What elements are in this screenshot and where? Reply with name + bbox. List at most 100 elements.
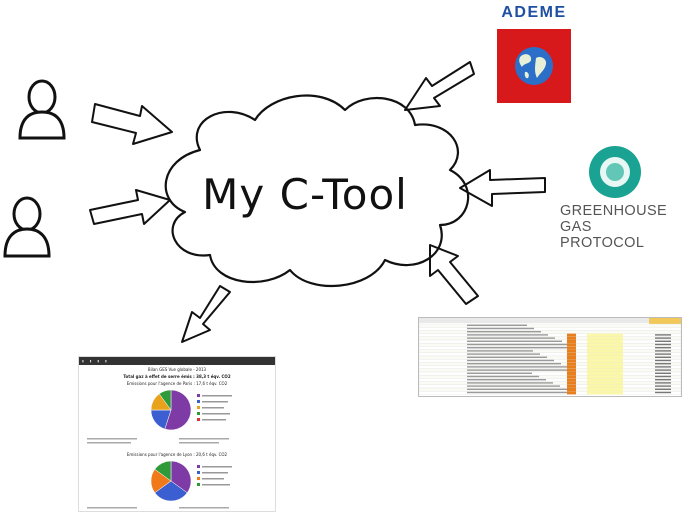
sheet-value <box>655 372 671 374</box>
sheet-yellow-cell <box>587 384 623 388</box>
ghg-logo-icon <box>589 146 641 198</box>
arrow-dashboard <box>181 285 231 343</box>
ademe-wordmark: ADEME <box>501 4 567 21</box>
sheet-row <box>419 330 681 334</box>
sheet-orange-cell <box>567 356 576 360</box>
sheet-cell-text <box>467 366 568 368</box>
sheet-orange-cell <box>567 372 576 376</box>
sheet-row <box>419 333 681 337</box>
center-label: My C-Tool <box>202 170 408 219</box>
sheet-cell-text <box>467 353 540 355</box>
sheet-cell-text <box>467 347 576 349</box>
sheet-orange-cell <box>567 368 576 372</box>
sheet-value <box>655 375 671 378</box>
sheet-orange-cell <box>567 388 576 392</box>
dashboard-pie1-area <box>87 389 232 444</box>
sheet-value <box>655 379 671 381</box>
sheet-value <box>655 356 671 358</box>
dashboard-title: Bilan GES Vue globale - 2013 <box>147 367 207 372</box>
sheet-value <box>655 388 671 390</box>
pie-slice <box>170 460 192 494</box>
sheet-cell-text <box>467 327 534 330</box>
sheet-yellow-cell <box>587 349 623 353</box>
sheet-value <box>655 353 671 355</box>
sheet-yellow-cell <box>587 359 623 363</box>
sheet-cell-text <box>467 375 539 378</box>
sheet-orange-cell <box>567 375 576 379</box>
pie-slice <box>154 480 188 502</box>
sheet-yellow-cell <box>587 375 623 379</box>
sheet-row <box>419 327 681 331</box>
sheet-orange-cell <box>567 365 576 369</box>
pie-slice <box>158 389 172 411</box>
pie2-footer-lines <box>87 507 229 509</box>
sheet-cell-text <box>467 379 546 381</box>
sheet-cell-text <box>467 340 562 342</box>
sheet-value <box>655 391 671 394</box>
spreadsheet-thumbnail <box>418 317 682 397</box>
user-icon-bottom <box>3 196 51 258</box>
sheet-yellow-cell <box>587 365 623 369</box>
sheet-cell-text <box>467 331 541 333</box>
sheet-row <box>419 371 681 376</box>
sheet-value <box>655 369 671 371</box>
sheet-yellow-cell <box>587 340 623 344</box>
sheet-yellow-cell <box>587 356 623 360</box>
sheet-orange-cell <box>567 340 576 344</box>
sheet-orange-cell <box>567 352 576 356</box>
sheet-cell-text <box>467 369 575 371</box>
arrow-user1 <box>91 103 173 145</box>
pie-chart-2 <box>150 460 192 502</box>
sheet-row <box>419 323 681 328</box>
sheet-value <box>655 385 671 387</box>
ghg-wordmark: GREENHOUSE GAS PROTOCOL <box>560 203 674 251</box>
sheet-header <box>419 318 681 323</box>
pie-chart-1 <box>150 389 192 431</box>
arrow-ademe <box>404 61 475 111</box>
dashboard-pie2-area <box>87 460 232 509</box>
sheet-yellow-cell <box>587 343 623 347</box>
sheet-yellow-cell <box>587 388 623 392</box>
cloud-shape <box>164 94 470 288</box>
sheet-row <box>419 378 681 382</box>
pie1-footer-lines <box>87 438 229 444</box>
dashboard-section2: Emissions pour l'agence de Lyon : 20,6 t… <box>126 452 228 457</box>
sheet-yellow-cell <box>587 368 623 372</box>
sheet-orange-cell <box>567 378 576 382</box>
sheet-cell-text <box>467 391 574 394</box>
dashboard-thumbnail: ▮▮▮▮ Bilan GES Vue globale - 2013 Total … <box>78 356 276 512</box>
sheet-value <box>655 334 671 336</box>
sheet-cell-text <box>467 382 553 384</box>
sheet-cell-text <box>467 334 548 336</box>
sheet-value <box>655 347 671 349</box>
sheet-orange-cell <box>567 333 576 337</box>
sheet-orange-cell <box>567 391 576 395</box>
sheet-orange-cell <box>567 336 576 340</box>
dashboard-subtitle: Total gaz à effet de serre émis : 38,3 t… <box>123 374 231 379</box>
sheet-yellow-cell <box>587 362 623 366</box>
sheet-orange-cell <box>567 359 576 363</box>
sheet-value <box>655 343 671 346</box>
sheet-cell-text <box>467 385 560 387</box>
sheet-orange-cell <box>567 349 576 353</box>
sheet-row <box>419 352 681 357</box>
sheet-yellow-cell <box>587 391 623 395</box>
sheet-cell-text <box>467 363 561 365</box>
sheet-cell-text <box>467 324 527 326</box>
sheet-row <box>419 355 681 360</box>
ademe-logo-box <box>497 29 571 103</box>
dashboard-navbar: ▮▮▮▮ <box>79 357 275 365</box>
sheet-value <box>655 363 671 365</box>
sheet-cell-text <box>467 388 567 390</box>
ghg-line2: GAS PROTOCOL <box>560 219 645 251</box>
sheet-value <box>655 366 671 368</box>
sheet-value <box>655 337 671 339</box>
arrows <box>89 61 546 343</box>
arrow-ghg <box>459 169 546 207</box>
sheet-cell-text <box>467 359 554 362</box>
sheet-orange-cell <box>567 343 576 347</box>
arrow-user2 <box>89 189 171 225</box>
sheet-yellow-cell <box>587 336 623 340</box>
sheet-yellow-cell <box>587 346 623 350</box>
pie-slice <box>154 460 172 482</box>
